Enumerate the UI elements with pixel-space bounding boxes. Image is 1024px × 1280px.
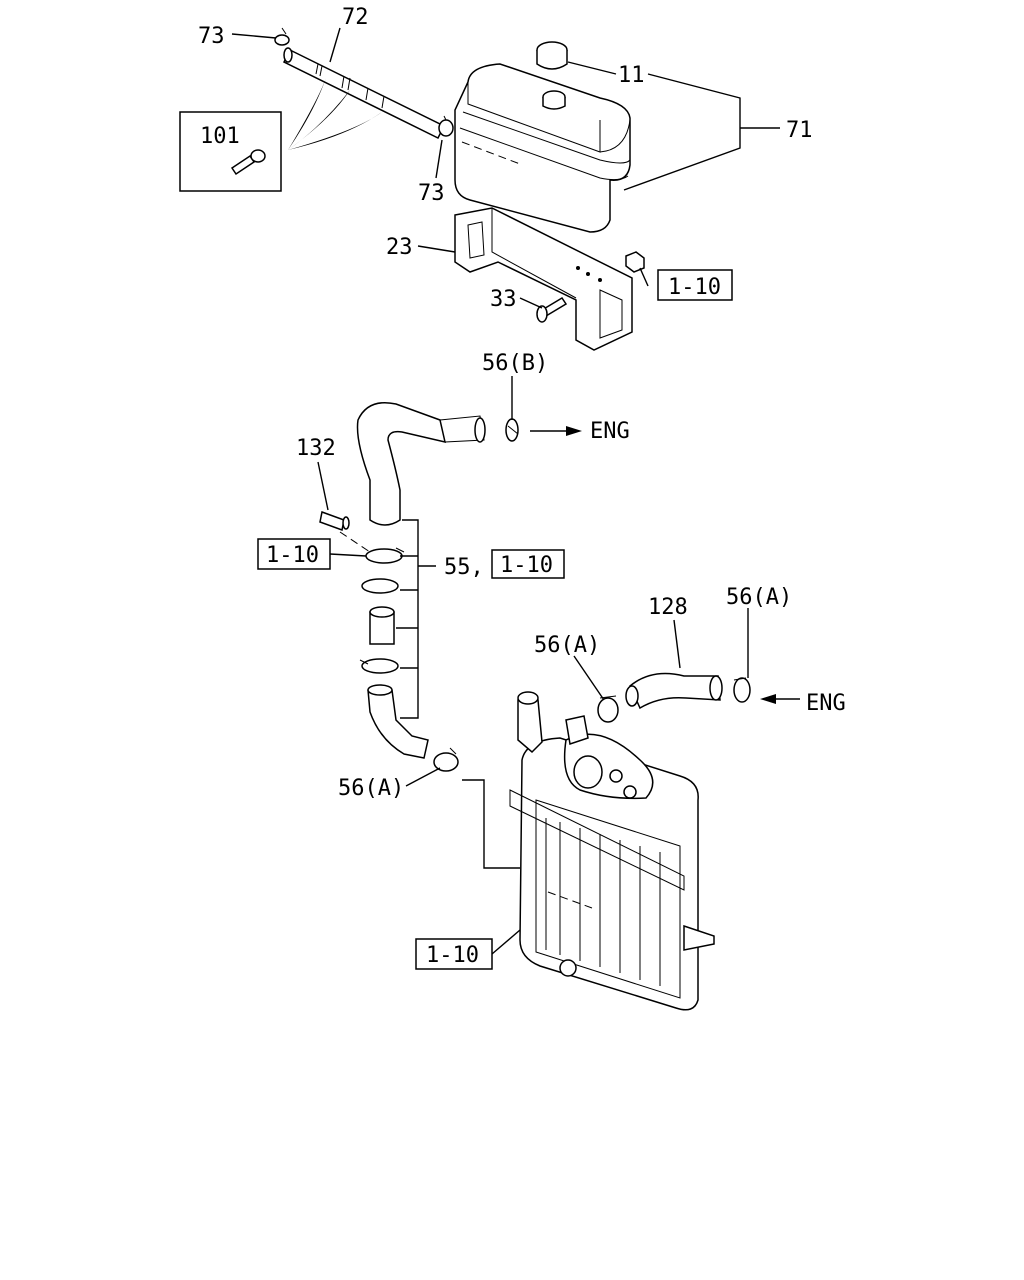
eng-label-top: ENG bbox=[590, 419, 630, 444]
nut-1-10 bbox=[625, 251, 645, 273]
clamp-56a-lower bbox=[433, 747, 459, 772]
eng-arrow-bottom bbox=[760, 694, 800, 704]
overflow-pipe bbox=[282, 47, 446, 140]
tank-bracket bbox=[454, 207, 633, 351]
clamp-56b bbox=[505, 418, 519, 442]
callout-73-top: 73 bbox=[198, 24, 225, 49]
callout-56a-lower: 56(A) bbox=[338, 776, 404, 801]
callout-ref-1-10-bottom: 1-10 bbox=[426, 943, 479, 968]
pipe-clip-73-bottom bbox=[438, 115, 454, 137]
hose-set-55 bbox=[359, 519, 436, 759]
clamp-56a-right bbox=[733, 677, 751, 703]
ref-box-1-10-top bbox=[657, 269, 733, 301]
callout-ref-1-10-mid: 1-10 bbox=[500, 553, 553, 578]
callout-ref-1-10-top: 1-10 bbox=[668, 275, 721, 300]
callout-23: 23 bbox=[386, 235, 413, 260]
upper-hose bbox=[356, 402, 486, 526]
callout-56a-right: 56(A) bbox=[726, 585, 792, 610]
callout-55: 55, bbox=[444, 555, 484, 580]
eng-arrow-top bbox=[530, 426, 582, 436]
eng-label-bottom: ENG bbox=[806, 691, 846, 716]
callout-ref-1-10-left: 1-10 bbox=[266, 543, 319, 568]
callout-56b: 56(B) bbox=[482, 351, 548, 376]
ref-box-1-10-left bbox=[257, 538, 331, 570]
callout-128: 128 bbox=[648, 595, 688, 620]
ref-box-1-10-mid bbox=[491, 549, 565, 579]
callout-72: 72 bbox=[342, 5, 369, 30]
bolt-33 bbox=[536, 296, 568, 323]
callout-11: 11 bbox=[618, 63, 645, 88]
pipe-clip-73-top bbox=[274, 27, 290, 46]
ref-box-1-10-bottom bbox=[415, 938, 493, 970]
drain-plug-132 bbox=[319, 510, 350, 532]
callout-71: 71 bbox=[786, 118, 813, 143]
clip-detail-box bbox=[179, 111, 282, 192]
clamp-56a-mid bbox=[597, 695, 619, 723]
tank-cap bbox=[536, 41, 568, 110]
callout-132: 132 bbox=[296, 436, 336, 461]
callout-101: 101 bbox=[200, 124, 240, 149]
leader-lines bbox=[231, 27, 780, 955]
callout-73-bottom: 73 bbox=[418, 181, 445, 206]
reserve-tank bbox=[454, 63, 631, 233]
leader-dashed-132 bbox=[339, 531, 371, 553]
callout-56a-mid: 56(A) bbox=[534, 633, 600, 658]
callout-33: 33 bbox=[490, 287, 517, 312]
hose-128 bbox=[625, 672, 723, 710]
leader-lower-hose bbox=[462, 779, 520, 869]
radiator bbox=[509, 691, 715, 1011]
